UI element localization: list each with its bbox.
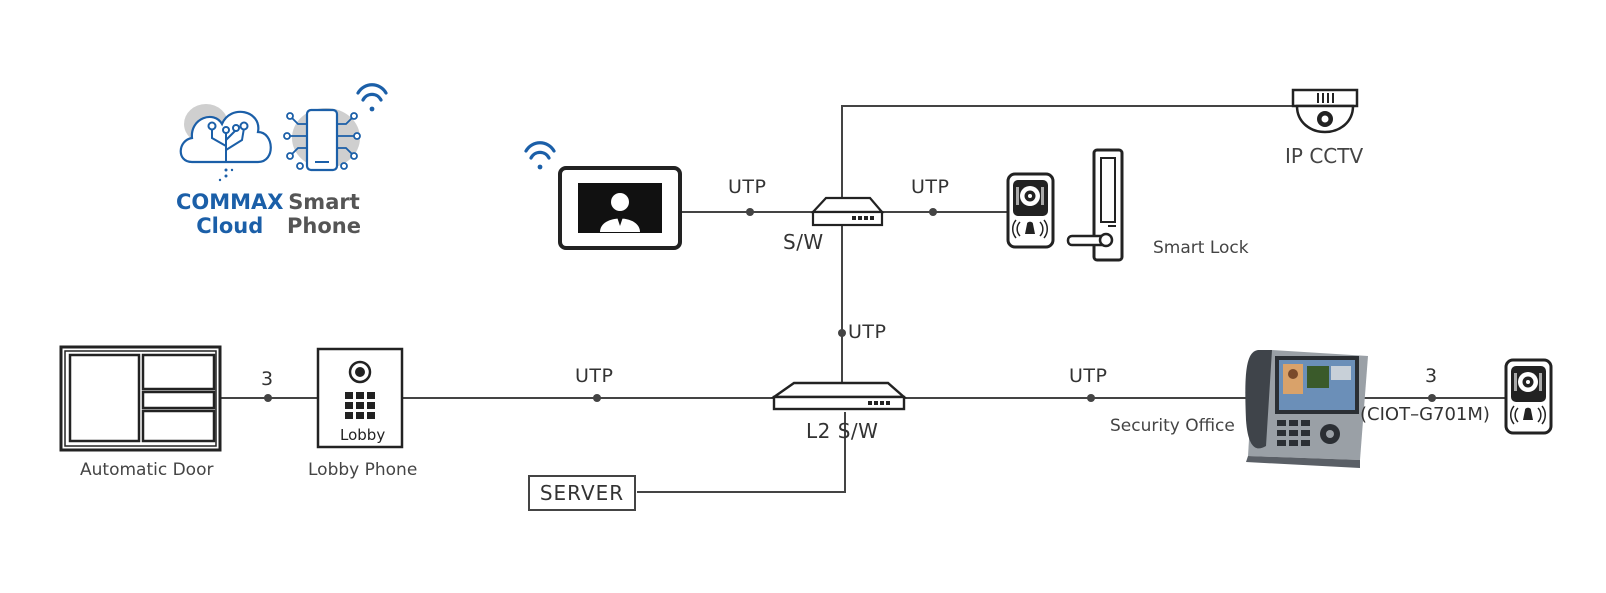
guard-model-label: (CIOT–G701M) (1360, 404, 1490, 425)
cloud-circuit-icon (179, 104, 272, 182)
cloud-label-line1: COMMAX (176, 190, 284, 214)
smart-lock-label: Smart Lock (1153, 238, 1249, 258)
phone-label-line1: Smart (288, 190, 360, 214)
dot-door-lobby (264, 394, 272, 402)
sw-to-cctv-line (841, 105, 1293, 198)
smart-lock-icon (1066, 148, 1124, 262)
server-box: SERVER (528, 475, 636, 511)
utp-label-l2-guard: UTP (1069, 365, 1108, 387)
ip-cctv-label: IP CCTV (1285, 144, 1364, 168)
door-camera-icon (1006, 172, 1055, 249)
door-wires-label: 3 (261, 368, 274, 390)
dot-guard-doorcam (1428, 394, 1436, 402)
lobby-phone-icon (316, 347, 404, 449)
utp-label-lobby-l2: UTP (575, 365, 614, 387)
l2-to-server-line (637, 412, 846, 493)
automatic-door-label: Automatic Door (80, 460, 214, 480)
utp-label-sw-l2: UTP (848, 321, 887, 343)
dome-camera-icon (1291, 88, 1359, 134)
dot-sw-doorcam (929, 208, 937, 216)
lobby-text: Lobby (340, 426, 386, 444)
server-label: SERVER (539, 481, 625, 505)
door-camera-icon (1504, 358, 1553, 435)
smart-phone-label: Smart Phone (287, 190, 361, 238)
guard-wires-label: 3 (1425, 365, 1438, 387)
wifi-icon (524, 141, 556, 170)
connection-dots (264, 208, 1436, 402)
lobby-phone-label: Lobby Phone (308, 460, 418, 480)
security-office-label: Security Office (1110, 416, 1235, 436)
commax-cloud-label: COMMAX Cloud (176, 190, 284, 238)
dot-sw-l2 (838, 329, 846, 337)
sw-label: S/W (783, 230, 824, 254)
utp-label-sw-doorcam: UTP (911, 176, 950, 198)
dot-l2-guard (1087, 394, 1095, 402)
video-monitor-icon (558, 166, 682, 250)
phone-label-line2: Phone (287, 214, 361, 238)
l2-sw-label: L2 S/W (806, 419, 879, 443)
dot-lobby-l2 (593, 394, 601, 402)
smartphone-icon (283, 108, 361, 172)
wifi-icon (356, 83, 388, 112)
guard-phone-icon (1245, 350, 1368, 468)
network-switch-icon (810, 196, 885, 227)
network-switch-icon (770, 381, 908, 411)
automatic-door-icon (59, 345, 222, 452)
dot-monitor-sw (746, 208, 754, 216)
cloud-label-line2: Cloud (196, 214, 264, 238)
utp-label-monitor-sw: UTP (728, 176, 767, 198)
